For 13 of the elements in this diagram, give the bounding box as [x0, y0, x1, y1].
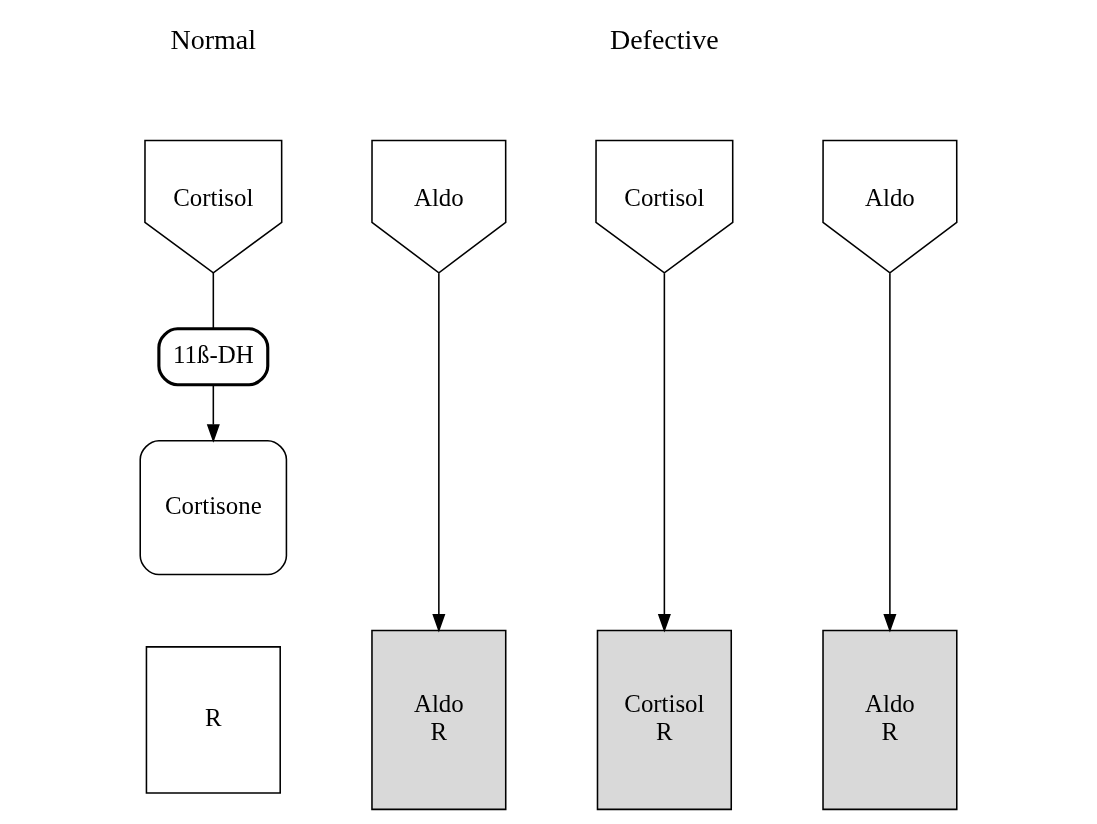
- arrow: [883, 272, 897, 633]
- connector: [212, 272, 215, 330]
- node-box: Aldo R: [371, 629, 507, 811]
- node-box: Cortisol R: [596, 629, 733, 811]
- arrow: [206, 384, 220, 443]
- node-box: Cortisone: [139, 440, 288, 576]
- node-box: 11ß-DH: [157, 327, 270, 387]
- arrow: [657, 272, 671, 633]
- node-box: Aldo R: [822, 629, 958, 811]
- node-box: R: [145, 646, 281, 794]
- arrow: [432, 272, 446, 633]
- label: Normal: [170, 24, 257, 56]
- label: Defective: [609, 24, 719, 56]
